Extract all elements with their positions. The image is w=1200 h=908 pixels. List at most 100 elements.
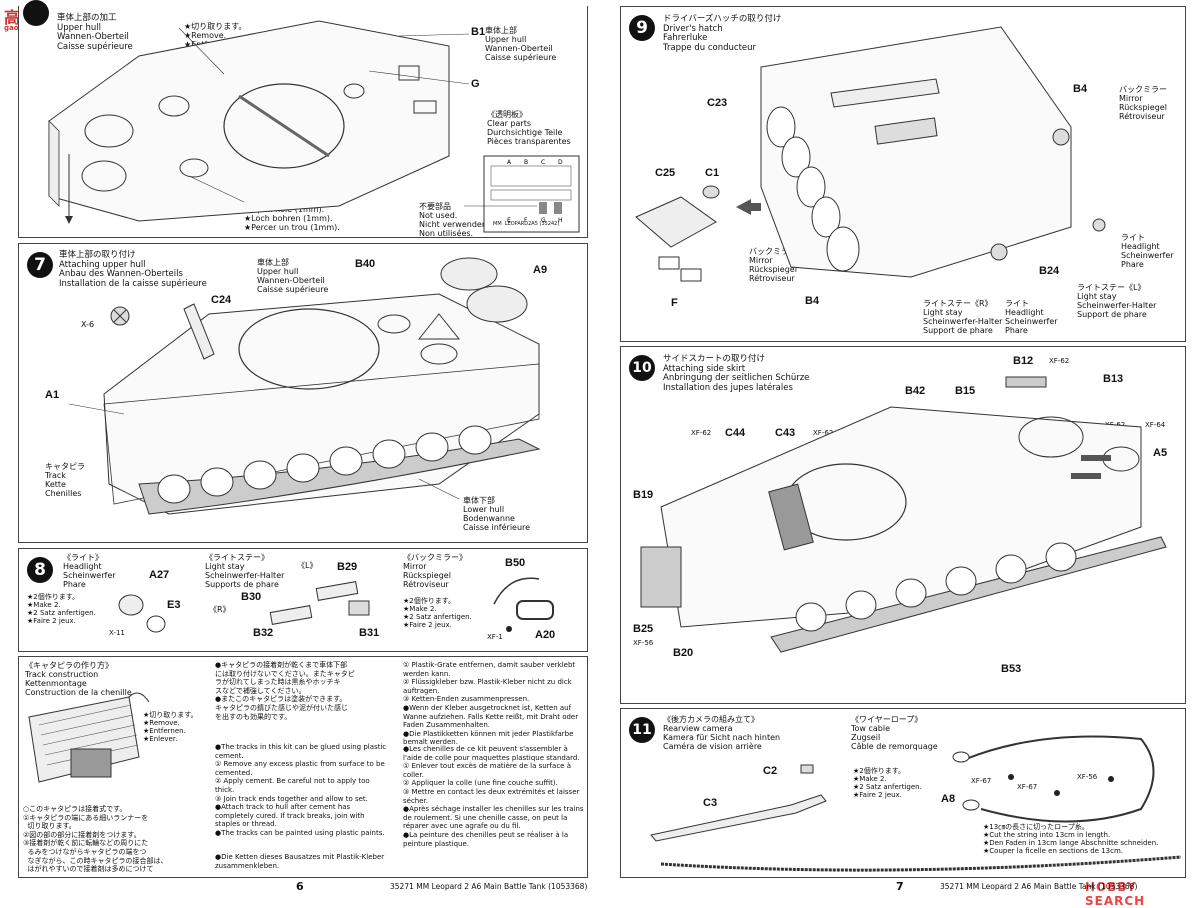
- part-b32: B32: [253, 627, 274, 639]
- hull-assembly-drawing: [68, 257, 541, 515]
- step9-title: ドライバーズハッチの取り付け Driver's hatch Fahrerluke…: [663, 14, 782, 53]
- part-b13: B13: [1103, 373, 1124, 385]
- paint-xf67-b: XF-67: [1017, 783, 1038, 791]
- sprue-caption: MM LEOPARD2A5 (35242): [493, 221, 560, 227]
- sprue-letter: G: [541, 217, 546, 224]
- part-c44: C44: [725, 427, 746, 439]
- part-b24: B24: [1039, 265, 1060, 277]
- part-a9: A9: [533, 264, 548, 276]
- part-f: F: [671, 297, 678, 309]
- step9-light-left: ライト Headlight Scheinwerfer Phare: [1005, 299, 1058, 335]
- step7-number: 7: [27, 252, 53, 278]
- track-notes-jp2: ●キャタピラの接着剤が乾くまで車体下部 には取り付けないでください。またキャタピ…: [215, 661, 355, 721]
- part-b31: B31: [359, 627, 380, 639]
- step7-title: 車体上部の取り付け Attaching upper hull Anbau des…: [59, 250, 207, 289]
- part-a20: A20: [535, 629, 556, 641]
- track-notes-de: ① Plastik-Grate entfernen, damit sauber …: [403, 661, 579, 747]
- sprue-letter: F: [524, 217, 528, 224]
- track-drawing: [28, 692, 150, 783]
- step7-upper-hull: 車体上部 Upper hull Wannen-Oberteil Caisse s…: [257, 258, 329, 294]
- part-a5: A5: [1153, 447, 1168, 459]
- part-a8: A8: [941, 793, 956, 805]
- clear-parts-title: 《透明板》 Clear parts Durchsichtige Teile Pi…: [487, 110, 571, 146]
- track-notes-fr: ●Les chenilles de ce kit peuvent s'assem…: [403, 745, 584, 848]
- driver-hatch-drawing: [635, 26, 1106, 282]
- page-number-left: 6: [296, 880, 304, 893]
- track-notes-de-head: ●Die Ketten dieses Bausatzes mit Plastik…: [215, 853, 387, 870]
- step8-drawings: [118, 577, 554, 633]
- step9-mirror-left: バックミラー Mirror Rückspiegel Rétroviseur: [749, 247, 797, 283]
- part-b4-left: B4: [805, 295, 820, 307]
- step10-number: 10: [629, 355, 655, 381]
- paint-xf67-a: XF-67: [971, 777, 992, 785]
- cut-string-note: ★13㎝の長さに切ったロープ糸。 ★Cut the string into 13…: [983, 823, 1159, 855]
- unused-parts-note: 不要部品 Not used. Nicht verwenden. Non util…: [419, 202, 490, 238]
- part-b1: B1: [471, 26, 486, 38]
- part-c24: C24: [211, 294, 232, 306]
- side-skirt-drawing: [640, 376, 1167, 653]
- light-stay-title: 《ライトステー》 Light stay Scheinwerfer-Halter …: [205, 553, 285, 589]
- part-b53: B53: [1001, 663, 1022, 675]
- paint-xf56: XF-56: [633, 639, 654, 647]
- step7-track: キャタピラ Track Kette Chenilles: [45, 462, 85, 498]
- headlight-title: 《ライト》 Headlight Scheinwerfer Phare: [63, 553, 116, 589]
- mirror-make2: ★2個作ります。 ★Make 2. ★2 Satz anfertigen. ★F…: [403, 597, 472, 629]
- part-c3: C3: [703, 797, 718, 809]
- step6-b1-desc: 車体上部 Upper hull Wannen-Oberteil Caisse s…: [485, 26, 557, 62]
- part-c1: C1: [705, 167, 720, 179]
- sprue-letter: B: [524, 159, 528, 166]
- part-c2: C2: [763, 765, 778, 777]
- step10-panel: 10 サイドスカートの取り付け Attaching side skirt Anb…: [620, 346, 1186, 704]
- part-b30: B30: [241, 591, 262, 603]
- part-a27: A27: [149, 569, 170, 581]
- tow-cable-make2: ★2個作ります。 ★Make 2. ★2 Satz anfertigen. ★F…: [853, 767, 922, 799]
- step10-title: サイドスカートの取り付け Attaching side skirt Anbrin…: [663, 354, 810, 393]
- paint-xf1: XF-1: [487, 633, 503, 641]
- light-stay-right: 《R》: [209, 605, 231, 614]
- light-stay-left: 《L》: [297, 561, 318, 570]
- part-b50: B50: [505, 557, 526, 569]
- camera-title: 《後方カメラの組み立て》 Rearview camera Kamera für …: [663, 715, 781, 751]
- step9-number: 9: [629, 15, 655, 41]
- step9-stay-r: ライトステー《R》 Light stay Scheinwerfer-Halter…: [923, 299, 1003, 335]
- track-panel: 《キャタピラの作り方》 Track construction Kettenmon…: [18, 656, 588, 878]
- part-a1: A1: [45, 389, 60, 401]
- part-c43: C43: [775, 427, 796, 439]
- step6-number: [23, 0, 49, 26]
- step9-mirror-right: バックミラー Mirror Rückspiegel Rétroviseur: [1119, 85, 1167, 121]
- track-remove-note: ★切り取ります。 ★Remove. ★Entfernen. ★Enlever.: [143, 711, 198, 743]
- sprue-letter: H: [558, 217, 563, 224]
- step8-number: 8: [27, 557, 53, 583]
- sprue-letter: C: [541, 159, 545, 166]
- sprue-letter: D: [558, 159, 563, 166]
- footer-right: 35271 MM Leopard 2 A6 Main Battle Tank (…: [940, 882, 1138, 891]
- part-b42: B42: [905, 385, 926, 397]
- step9-stay-l: ライトステー《L》 Light stay Scheinwerfer-Halter…: [1077, 283, 1157, 319]
- paint-xf64: XF-64: [1145, 421, 1166, 429]
- part-b4-right: B4: [1073, 83, 1088, 95]
- page-number-right: 7: [896, 880, 904, 893]
- paint-x6: X-6: [81, 320, 95, 329]
- track-title: 《キャタピラの作り方》 Track construction Kettenmon…: [25, 661, 132, 697]
- step11-number: 11: [629, 717, 655, 743]
- part-b29: B29: [337, 561, 358, 573]
- part-b20: B20: [673, 647, 694, 659]
- step9-light-right: ライト Headlight Scheinwerfer Phare: [1121, 233, 1174, 269]
- paint-xf62-b: XF-62: [691, 429, 712, 437]
- step11-drawings: [650, 735, 1182, 872]
- headlight-make2: ★2個作ります。 ★Make 2. ★2 Satz anfertigen. ★F…: [27, 593, 96, 625]
- part-b15: B15: [955, 385, 976, 397]
- part-b12: B12: [1013, 355, 1034, 367]
- tow-cable-title: 《ワイヤーロープ》 Tow cable Zugseil Câble de rem…: [851, 715, 938, 751]
- paint-xf62-a: XF-62: [1049, 357, 1070, 365]
- step6-panel: 車体上部の加工 Upper hull Wannen-Oberteil Caiss…: [18, 0, 588, 238]
- part-b25: B25: [633, 623, 654, 635]
- part-e3: E3: [167, 599, 181, 611]
- paint-xf56-cable: XF-56: [1077, 773, 1098, 781]
- paint-xf62-c: XF-62: [813, 429, 834, 437]
- step9-panel: 9 ドライバーズハッチの取り付け Driver's hatch Fahrerlu…: [620, 6, 1186, 342]
- sprue-letter: A: [507, 159, 512, 166]
- part-b40: B40: [355, 258, 376, 270]
- step7-panel: 7 車体上部の取り付け Attaching upper hull Anbau d…: [18, 243, 588, 543]
